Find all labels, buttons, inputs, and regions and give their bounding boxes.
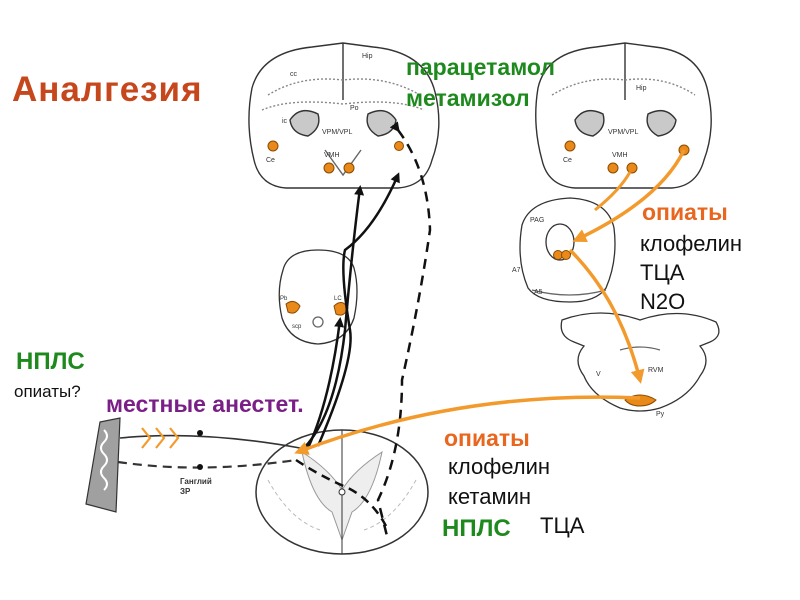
label-hip-right: Hip	[636, 85, 647, 92]
ganglion-node-bottom	[197, 464, 203, 470]
drug-label-clonidine-bottom: клофелин	[448, 454, 551, 479]
orange-descending-thalamus-to-pag	[572, 149, 686, 243]
local-anesthetic-chevrons	[141, 427, 180, 449]
label-v: V	[596, 371, 601, 378]
brain-section-right	[535, 42, 712, 189]
label-pag: PAG	[530, 217, 544, 224]
rvm-labels: RVM V Py	[596, 367, 665, 418]
brain-left-anatomy-labels: cc Po ic VPM/VPL Ce VMH Hip	[266, 53, 373, 164]
label-ce: Ce	[266, 157, 275, 164]
orange-descending-rvm-to-spinal	[294, 395, 641, 455]
ascending-pathway-2	[316, 172, 400, 447]
spinal-cord-section	[255, 429, 429, 555]
label-scp: scp	[292, 324, 302, 330]
medulla-rvm-section	[560, 312, 720, 412]
drug-label-ketamine: кетамин	[448, 484, 532, 509]
label-hip-left: Hip	[362, 53, 373, 60]
label-a5: A5	[534, 289, 543, 296]
brain-right-anatomy-labels: Hip VPM/VPL Ce VMH	[563, 85, 647, 164]
peripheral-nerve-solid	[119, 434, 301, 449]
label-a7: A7	[512, 267, 521, 274]
label-ganglion: Ганглий	[180, 477, 212, 486]
brain-section-left	[248, 42, 440, 189]
drug-label-clonidine-top: клофелин	[640, 231, 743, 256]
ganglion-node-top	[197, 430, 203, 436]
ganglion-label: Ганглий ЗР	[180, 477, 212, 496]
peripheral-nerve-dashed	[117, 458, 297, 469]
drug-label-n2o: N2O	[640, 289, 686, 314]
pag-labels: PAG A7 A5	[512, 217, 544, 296]
label-zr: ЗР	[180, 487, 191, 496]
orange-vmh-to-pag	[594, 171, 632, 212]
drug-label-local-anesthetics: местные анестет.	[106, 391, 304, 417]
label-ce-right: Ce	[563, 157, 572, 164]
label-po: Po	[350, 105, 359, 112]
drug-label-tca-top: ТЦА	[640, 260, 685, 285]
orange-descending-pag-to-rvm	[568, 248, 645, 384]
label-lc: LC	[334, 296, 342, 302]
pons-labels: LC Pb scp	[280, 296, 342, 330]
drug-label-metamizol: метамизол	[406, 85, 530, 111]
drug-label-opiates-top: опиаты	[642, 199, 728, 225]
label-cc: cc	[290, 71, 298, 78]
label-rvm: RVM	[648, 367, 664, 374]
drug-label-opiates-question: опиаты?	[14, 382, 81, 401]
label-vmh: VMH	[324, 152, 340, 159]
drug-label-opiates-bottom: опиаты	[444, 425, 530, 451]
drug-label-paracetamol: парацетамол	[406, 54, 556, 80]
label-vpm-vpl: VPM/VPL	[322, 129, 352, 136]
ascending-pathway-1	[299, 185, 365, 453]
label-py: Py	[656, 411, 665, 418]
label-vmh-right: VMH	[612, 152, 628, 159]
skin-tissue	[85, 417, 121, 513]
drug-label-nsaid-bottom: НПЛС	[442, 515, 511, 542]
label-pb: Pb	[280, 296, 288, 302]
ascending-pathway-3	[306, 317, 345, 449]
dorsal-horn-dashed-loop	[295, 458, 388, 527]
label-ic: ic	[282, 118, 288, 125]
drug-label-tca-bottom: ТЦА	[540, 513, 585, 538]
label-vpm-vpl-right: VPM/VPL	[608, 129, 638, 136]
page-title: Аналгезия	[12, 70, 203, 109]
descending-dashed-pathway	[376, 121, 432, 541]
drug-label-nsaid-left: НПЛС	[16, 348, 85, 375]
